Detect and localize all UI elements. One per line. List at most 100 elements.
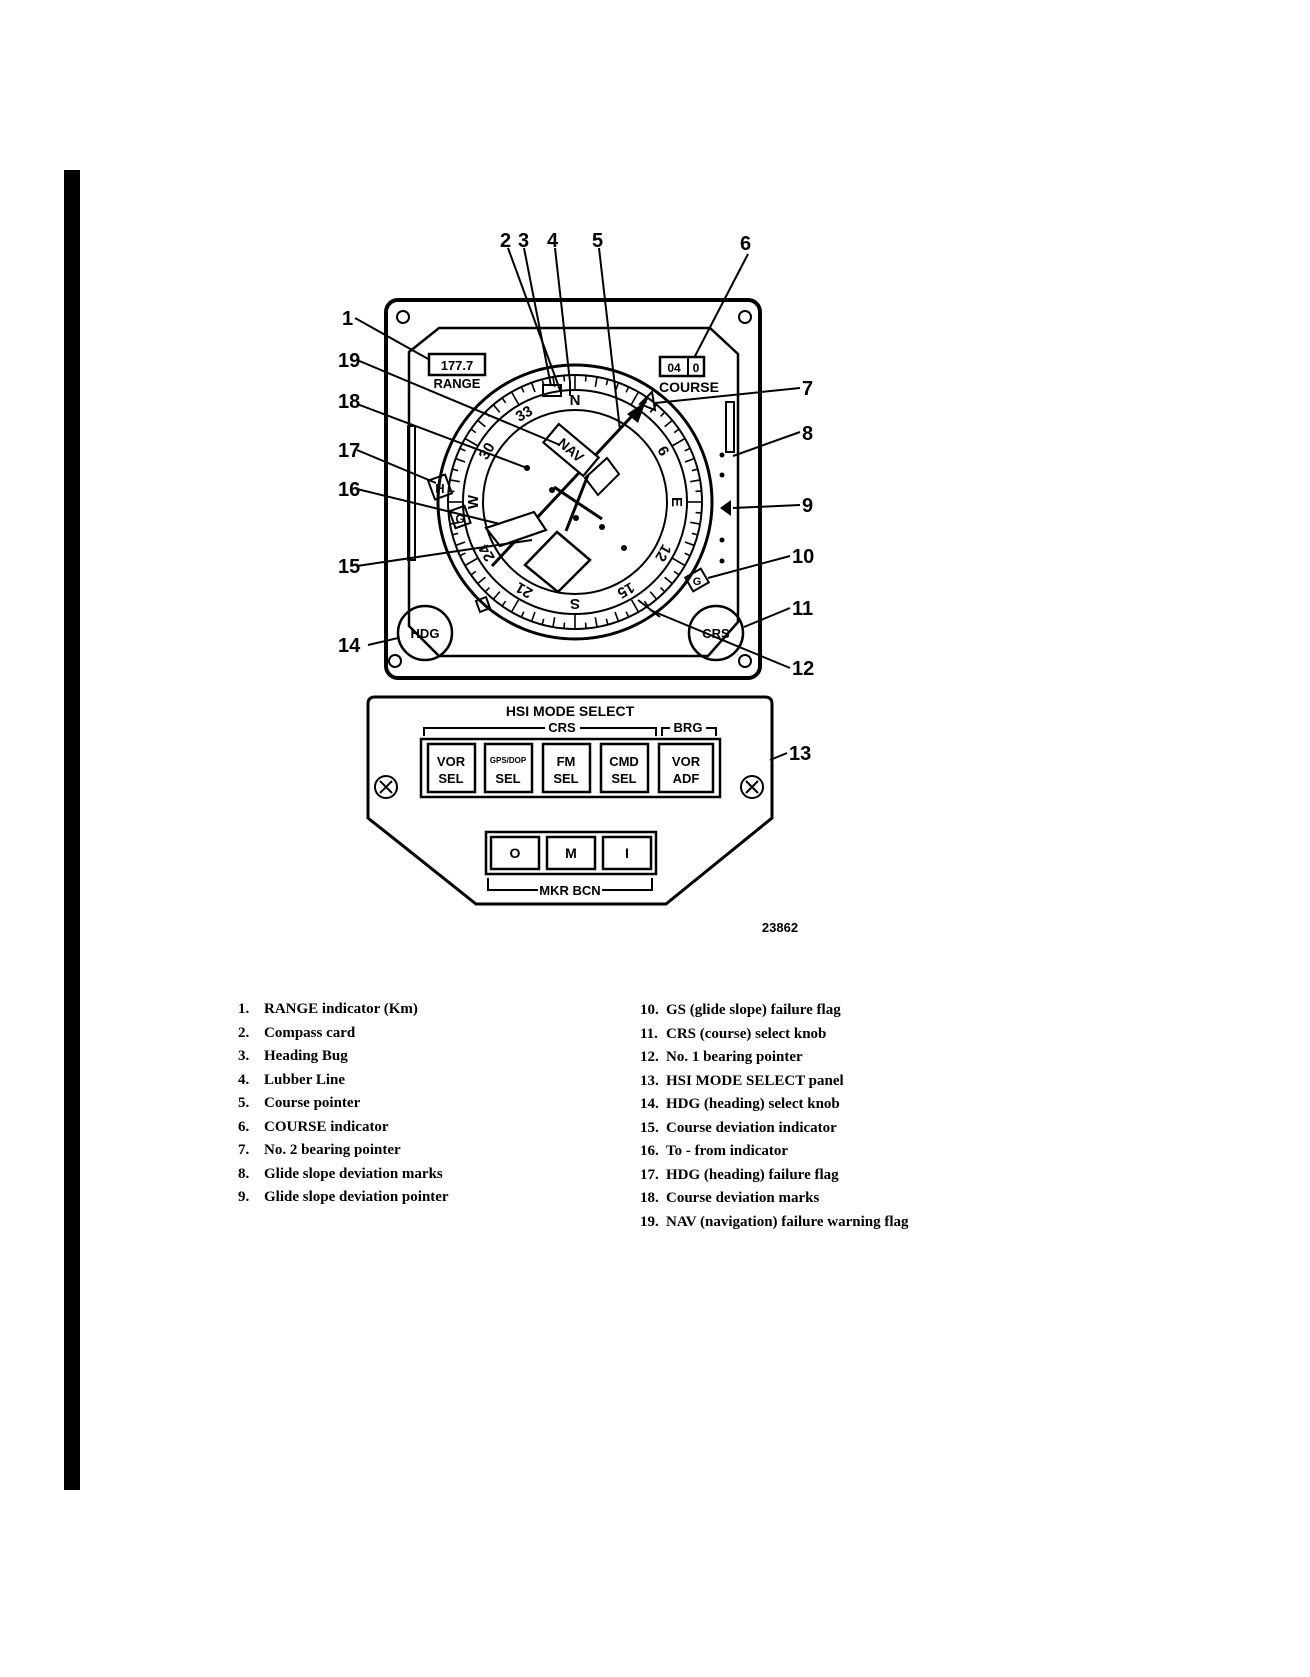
course-deviation-bar: [583, 456, 621, 497]
compass-tick: [520, 611, 525, 618]
callout-12: 12: [792, 658, 814, 680]
callout-1: 1: [342, 308, 353, 330]
compass-card-label: 33: [513, 403, 536, 426]
outer-marker-button[interactable]: [489, 835, 541, 871]
brg-bracket: [661, 727, 717, 736]
legend-item: 18. Course deviation marks: [640, 1187, 909, 1211]
compass-card-label: 30: [476, 440, 499, 463]
vor-sel-top: VOR: [437, 754, 466, 769]
callout-15: 15: [338, 556, 360, 578]
glide-slope-window: [725, 401, 735, 453]
legend-text: GS (glide slope) failure flag: [666, 1002, 841, 1018]
legend-num: 14.: [640, 1096, 659, 1112]
hsi-mode-select-panel: HSI MODE SELECT CRS BRG VOR SEL GPS/DOP …: [366, 695, 774, 906]
compass-inner-ring: [462, 389, 688, 615]
fm-sel-button[interactable]: [541, 742, 592, 794]
compass-tick: [530, 611, 536, 622]
compass-tick: [470, 428, 477, 434]
legend-num: 16.: [640, 1143, 659, 1159]
compass-card-label: W: [465, 494, 482, 509]
vor-sel-bottom: SEL: [438, 771, 463, 786]
legend-text: HDG (heading) failure flag: [666, 1166, 839, 1183]
hdg-select-knob[interactable]: [396, 604, 454, 662]
legend-text: To - from indicator: [666, 1143, 789, 1159]
legend-text: RANGE indicator (Km): [264, 1001, 418, 1017]
legend-num: 18.: [640, 1190, 659, 1206]
compass-tick: [625, 611, 630, 618]
compass-tick: [477, 576, 486, 585]
callout-4: 4: [547, 230, 559, 252]
compass-tick: [470, 570, 477, 576]
legend-item: 3.Heading Bug: [238, 1045, 449, 1069]
compass-tick: [484, 586, 491, 593]
cmd-sel-button[interactable]: [599, 742, 650, 794]
mode-buttons-frame: [419, 737, 722, 799]
compass-tick: [695, 511, 702, 514]
compass-tick: [672, 557, 686, 567]
compass-center-disk: [482, 409, 668, 595]
compass-tick: [584, 375, 587, 382]
fm-sel-bottom: SEL: [553, 771, 578, 786]
glide-slope-deviation-pointer: [720, 500, 731, 516]
to-from-indicator: [484, 510, 548, 548]
inner-marker-button[interactable]: [601, 835, 653, 871]
compass-card-label: S: [570, 595, 580, 612]
compass-tick: [673, 428, 680, 434]
legend-num: 12.: [640, 1049, 659, 1065]
legend-num: 10.: [640, 1002, 659, 1018]
crs-knob-label: CRS: [702, 626, 730, 641]
legend-item: 9.Glide slope deviation pointer: [238, 1186, 449, 1210]
compass-card-label: N: [570, 392, 581, 409]
compass-tick: [449, 479, 460, 483]
callout-5: 5: [592, 230, 603, 252]
compass-tick: [684, 447, 691, 452]
legend-item: 7.No. 2 bearing pointer: [238, 1139, 449, 1163]
legend-item: 5.Course pointer: [238, 1092, 449, 1116]
legend-item: 8.Glide slope deviation marks: [238, 1163, 449, 1187]
legend-text: Lubber Line: [264, 1071, 345, 1088]
legend-text: Compass card: [264, 1024, 356, 1041]
callout-3: 3: [518, 230, 529, 252]
marker-buttons-frame: [484, 830, 658, 876]
mode-panel-outline: [366, 695, 774, 906]
callout-18: 18: [338, 391, 360, 413]
legend-num: 15.: [640, 1119, 659, 1136]
course-window: [658, 355, 706, 378]
legend-item: 19.NAV (navigation) failure warning flag: [640, 1211, 909, 1235]
compass-tick: [605, 379, 609, 386]
gps-dop-sel-button[interactable]: [483, 742, 534, 794]
inner-marker-label: I: [625, 845, 629, 861]
legend-text: NAV (navigation) failure warning flag: [666, 1213, 909, 1230]
crs-group-label: CRS: [548, 720, 576, 735]
compass-tick: [594, 617, 598, 628]
compass-tick: [459, 552, 466, 557]
compass-tick: [684, 457, 695, 463]
compass-tick: [684, 552, 691, 557]
callout-8: 8: [802, 423, 813, 445]
course-digits-1: 04: [667, 361, 681, 375]
compass-tick: [455, 457, 466, 463]
mkr-bcn-label: MKR BCN: [539, 883, 600, 898]
compass-tick: [510, 391, 520, 405]
compass-tick: [695, 490, 702, 493]
middle-marker-button[interactable]: [545, 835, 597, 871]
crs-select-knob[interactable]: [687, 604, 745, 662]
compass-tick: [690, 521, 701, 525]
heading-flag-lower: [448, 504, 472, 530]
compass-tick: [630, 599, 640, 613]
compass-tick: [690, 479, 701, 483]
legend-text: Glide slope deviation marks: [264, 1165, 443, 1182]
compass-tick: [563, 375, 566, 382]
range-value: 177.7: [441, 358, 474, 373]
vor-adf-button[interactable]: [657, 742, 715, 794]
compass-tick: [449, 521, 460, 525]
vor-sel-button[interactable]: [426, 742, 477, 794]
compass-tick: [649, 591, 658, 600]
compass-tick: [530, 382, 536, 393]
no2-bearing-pointer-head: [638, 389, 657, 412]
legend-text: Course deviation marks: [666, 1190, 820, 1206]
legend-text: Course deviation indicator: [666, 1119, 837, 1136]
fm-sel-top: FM: [557, 754, 576, 769]
